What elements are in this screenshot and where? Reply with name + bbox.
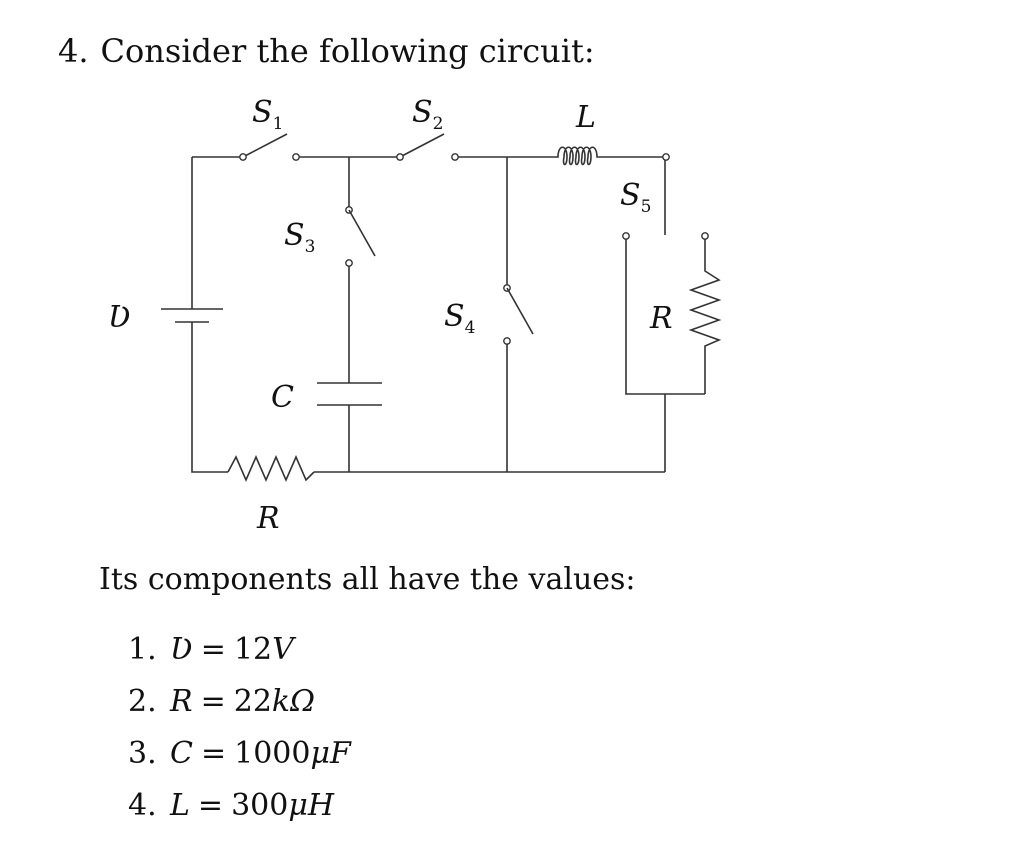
switch-s2-contact-left — [396, 153, 404, 161]
left-wire-bottom — [191, 322, 228, 473]
equals-sign: = — [200, 736, 227, 771]
list-index: 1. — [128, 632, 157, 667]
resistor-bottom-zigzag — [227, 454, 315, 483]
value-unit: kΩ — [271, 684, 315, 719]
switch-s4-contact-bottom — [503, 337, 511, 345]
switch-s3-blade — [348, 209, 376, 257]
problem-heading: 4. Consider the following circuit: — [58, 32, 595, 70]
value-item-resistance: 2. R=22kΩ — [128, 676, 351, 728]
switch-s3-contact-bottom — [345, 259, 353, 267]
switch-s5-contact — [622, 232, 630, 240]
label-inductor: L — [575, 100, 596, 135]
problem-prompt: Consider the following circuit: — [100, 32, 595, 70]
value-unit: μF — [310, 736, 351, 771]
value-number: 1000 — [234, 736, 311, 771]
value-number: 22 — [233, 684, 272, 719]
label-resistor-right: R — [649, 301, 673, 336]
value-item-voltage: 1. Ʋ=12V — [128, 624, 351, 676]
value-number: 300 — [231, 788, 289, 823]
value-symbol: Ʋ — [170, 632, 193, 667]
value-symbol: L — [170, 788, 190, 823]
equals-sign: = — [200, 684, 226, 719]
value-item-inductance: 4. L=300μH — [128, 780, 351, 832]
switch-s1-contact-left — [239, 153, 247, 161]
label-s2: S2 — [412, 95, 443, 134]
label-capacitor: C — [271, 380, 294, 415]
label-s4: S4 — [444, 299, 475, 338]
label-s1: S1 — [252, 95, 283, 134]
value-symbol: R — [170, 684, 193, 719]
list-index: 3. — [128, 736, 157, 771]
equals-sign: = — [200, 632, 226, 667]
problem-number: 4. — [58, 32, 89, 70]
value-unit: μH — [288, 788, 334, 823]
equals-sign: = — [197, 788, 224, 823]
label-s5: S5 — [620, 178, 651, 217]
value-unit: V — [272, 632, 294, 667]
list-index: 2. — [128, 684, 157, 719]
list-index: 4. — [128, 788, 157, 823]
value-symbol: C — [170, 736, 193, 771]
switch-s1-blade — [242, 133, 288, 158]
inductor-coil — [552, 146, 664, 166]
switch-s4-blade — [506, 287, 534, 335]
s5-lower-wire — [625, 239, 705, 395]
label-source: Ʋ — [108, 300, 131, 335]
resistor-right-zigzag — [688, 239, 722, 394]
circuit-diagram: S1 S2 L S5 S3 Ʋ S4 R C R — [108, 95, 722, 536]
label-s3: S3 — [284, 218, 315, 257]
value-number: 12 — [233, 632, 273, 667]
value-item-capacitance: 3. C=1000μF — [128, 728, 351, 780]
switch-s2-contact-right — [451, 153, 459, 161]
inductor-right-terminal — [662, 153, 670, 161]
values-list: 1.Ʋ=12V 2.R=22kΩ 3.C=1000μF 4.L=300μH — [128, 624, 351, 832]
resistor-right-top-terminal — [701, 232, 709, 240]
switch-s2-blade — [399, 133, 445, 158]
values-intro: Its components all have the values: — [99, 562, 636, 597]
switch-s1-contact-right — [292, 153, 300, 161]
label-resistor-bottom: R — [256, 501, 280, 536]
